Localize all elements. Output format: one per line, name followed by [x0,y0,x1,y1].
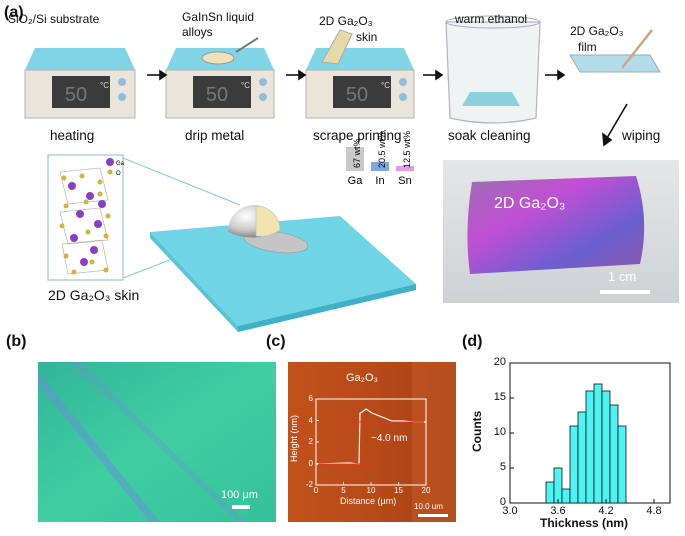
film-label: 2D Ga₂O₃ [570,24,624,38]
svg-text:In: In [375,175,384,187]
afm-xtick-label: 0 [313,486,319,495]
step-soak-cleaning: soak cleaning [448,128,531,143]
liquid-label-2: alloys [182,25,213,39]
scale-scrape: 50 °C [305,29,415,119]
substrate-label: SiO₂/Si substrate [8,12,100,26]
skin-label: 2D Ga₂O₃ [319,14,373,28]
histogram-bar [553,467,563,504]
afm-ytick-label: 4 [308,415,313,425]
svg-text:12.5 wt%: 12.5 wt% [402,131,412,168]
histogram-bar [609,404,619,504]
histogram-bar [601,390,611,504]
afm-ytick-label: 2 [308,437,313,446]
afm-ytick-label: 0 [308,458,313,468]
histogram-bar [569,425,579,504]
hist-ylabel: Counts [470,410,484,452]
film-wiping [569,29,661,73]
panel-label-a: (a) [4,4,24,21]
hist-xtick-label: 4.8 [646,505,662,517]
svg-text:°C: °C [381,81,390,90]
hist-ytick-label: 5 [499,461,506,473]
afm-xtick-label: 15 [394,486,403,495]
hist-xtick-label: 3.0 [502,505,518,517]
step-heating: heating [50,128,95,143]
step-scrape-printing: scrape printing [313,128,402,143]
scale-heating: 50 °C [24,48,136,119]
afm-xtick-label: 5 [341,486,346,495]
histogram-bar [577,411,587,504]
svg-text:67 wt%: 67 wt% [352,138,362,168]
histogram-bar [617,425,627,504]
afm-ylabel: Height (nm) [289,414,299,462]
scale-drip: 50 °C [165,37,275,119]
skin-label-2: skin [356,30,378,44]
histogram-bar [585,390,595,504]
skin-caption: 2D Ga₂O₃ skin [48,287,140,303]
afm-title: Ga₂O₃ [346,372,378,384]
svg-text:50: 50 [206,84,228,106]
hist-ytick-label: 10 [493,426,506,438]
svg-text:Ga: Ga [348,175,364,187]
hist-xtick-label: 4.2 [598,505,614,517]
afm-ytick-label: 6 [308,394,313,403]
hist-ytick-label: 15 [493,391,506,403]
histogram-axes [509,362,671,504]
photo-label: 2D Ga₂O₃ [494,195,566,212]
afm-xtick-label: 20 [421,486,431,495]
step-wiping: wiping [622,128,661,143]
svg-text:50: 50 [65,84,87,106]
optical-scale-label: 100 μm [221,489,258,501]
svg-text:50: 50 [346,84,368,106]
panel-label-c: (c) [266,333,286,350]
optical-image [38,362,276,522]
afm-scale-label: 10.0 um [414,502,443,511]
film-label-2: film [578,40,597,54]
panel-label-d: (d) [462,333,483,350]
afm-ytick-label: -2 [305,480,313,489]
svg-text:°C: °C [100,81,109,90]
photo-scale-label: 1 cm [608,269,637,284]
step-drip-metal: drip metal [185,128,245,143]
svg-text:Ga: Ga [116,161,125,167]
svg-text:°C: °C [241,81,250,90]
liquid-label: GaInSn liquid [182,10,255,24]
afm-xlabel: Distance (μm) [340,496,397,506]
composition-chart: 67 wt% 20.5 wt% 12.5 wt% Ga In Sn [346,131,414,187]
hist-ytick-label: 20 [493,356,506,368]
panel-label-b: (b) [6,333,27,350]
afm-annotation: ~4.0 nm [371,433,408,444]
afm-profile-plot [315,398,427,486]
process-arrows [147,69,628,147]
histogram-bar [561,488,571,504]
svg-text:Sn: Sn [398,175,411,187]
beaker [445,15,541,124]
ethanol-label: warm ethanol [455,12,528,26]
histogram-bar [593,383,603,504]
histogram-bar [545,481,555,504]
hist-ytick-label: 0 [499,496,506,508]
crystal-structure-inset: Ga O [47,154,125,281]
svg-text:O: O [116,171,121,177]
svg-text:20.5 wt%: 20.5 wt% [377,131,387,168]
afm-xtick-label: 10 [366,486,376,495]
substrate-with-droplet [150,204,416,332]
wafer-photo [443,160,679,303]
hist-xlabel: Thickness (nm) [540,516,629,530]
hist-xtick-label: 3.6 [550,505,566,517]
